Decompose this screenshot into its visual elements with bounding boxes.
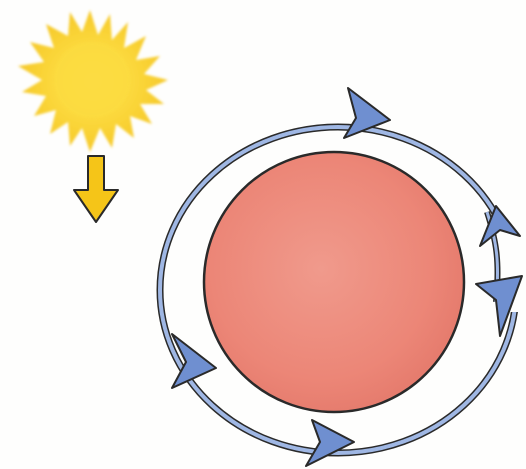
arrowhead-bottom	[306, 420, 354, 466]
planet-icon	[204, 152, 464, 412]
sun-icon	[18, 10, 168, 152]
arrow-down-icon	[74, 156, 118, 222]
